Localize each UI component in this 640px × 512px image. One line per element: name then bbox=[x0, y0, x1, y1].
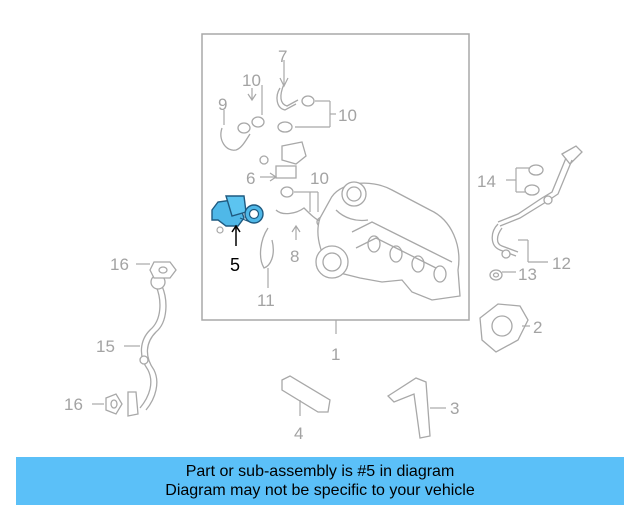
callout-12: 12 bbox=[552, 254, 571, 273]
callout-11: 11 bbox=[257, 291, 275, 310]
callout-8: 8 bbox=[290, 247, 299, 266]
callout-10-top-right: 10 bbox=[338, 106, 357, 125]
callout-1: 1 bbox=[331, 345, 340, 364]
part-7-hose bbox=[276, 60, 299, 111]
part-6-valve bbox=[259, 141, 307, 182]
banner-line-1: Part or sub-assembly is #5 in diagram bbox=[185, 463, 455, 480]
part-2-flange-gasket bbox=[479, 303, 530, 353]
part-10-clips-top bbox=[247, 85, 336, 133]
part-4-bracket bbox=[281, 375, 331, 416]
part-15-pipe bbox=[124, 274, 167, 411]
callout-9: 9 bbox=[218, 95, 227, 114]
part-16-gaskets bbox=[92, 261, 177, 417]
part-8-hose bbox=[275, 207, 323, 240]
part-11-hose bbox=[259, 227, 274, 288]
callout-10-top-left: 10 bbox=[242, 71, 261, 90]
callout-14: 14 bbox=[477, 172, 496, 191]
part-1-turbocharger bbox=[315, 181, 461, 301]
part-12-hose bbox=[491, 223, 548, 263]
parts-diagram: 1 2 3 4 5 6 7 8 9 10 10 10 11 12 13 14 1… bbox=[64, 33, 583, 443]
callout-6: 6 bbox=[246, 169, 255, 188]
banner-line-2: Diagram may not be specific to your vehi… bbox=[165, 482, 475, 499]
callout-3: 3 bbox=[450, 399, 459, 418]
callout-4: 4 bbox=[294, 424, 303, 443]
callout-2: 2 bbox=[533, 318, 542, 337]
callout-15: 15 bbox=[96, 337, 115, 356]
callout-7: 7 bbox=[278, 47, 287, 66]
part-13-gasket bbox=[489, 269, 516, 281]
callout-16-top: 16 bbox=[110, 255, 129, 274]
part-9-hose bbox=[220, 110, 251, 151]
callout-16-bottom: 16 bbox=[64, 395, 83, 414]
info-banner: Part or sub-assembly is #5 in diagram Di… bbox=[16, 457, 624, 505]
callout-13: 13 bbox=[518, 265, 537, 284]
callout-10-middle: 10 bbox=[310, 169, 329, 188]
part-14-pipe bbox=[497, 145, 583, 227]
part-5-highlighted-valve bbox=[211, 195, 264, 246]
callout-5-highlighted: 5 bbox=[230, 255, 240, 275]
part-3-bracket bbox=[386, 377, 446, 439]
